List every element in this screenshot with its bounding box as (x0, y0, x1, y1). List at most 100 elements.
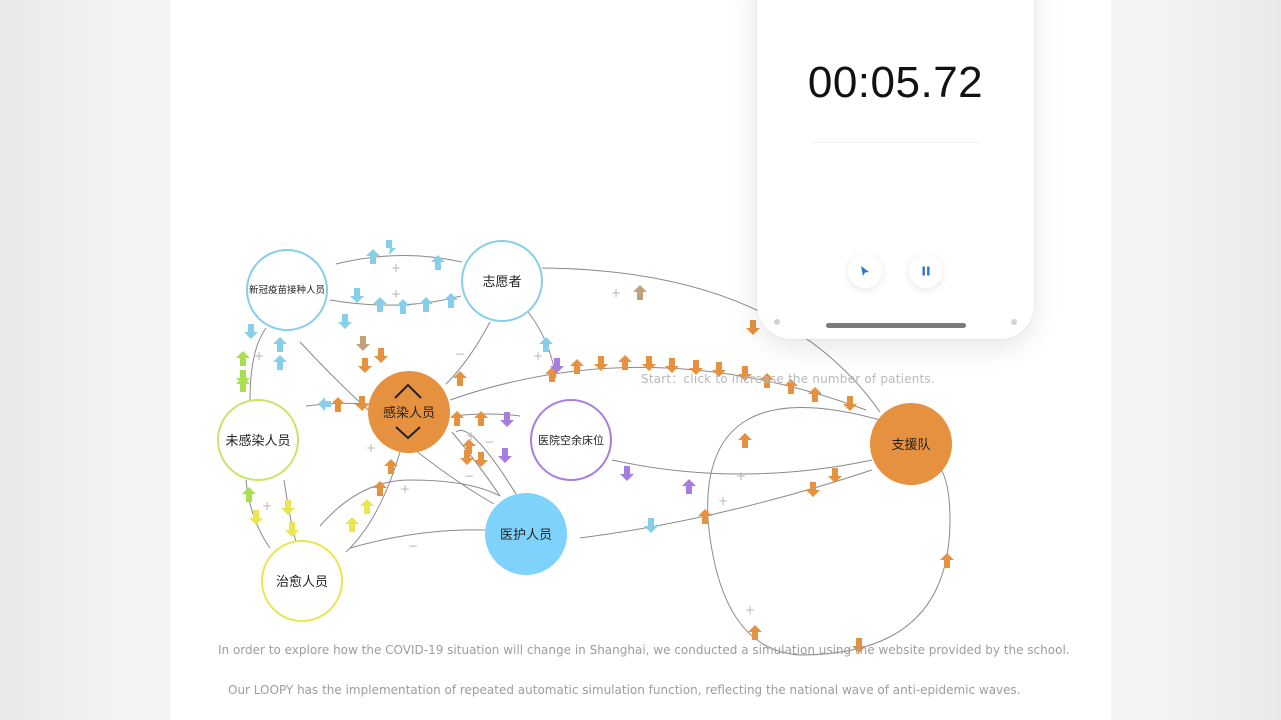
stopwatch-time: 00:05.72 (807, 58, 984, 107)
arrow-up-icon (331, 397, 345, 412)
svg-text:+: + (400, 482, 410, 496)
start-hint: Start：click to increase the number of pa… (641, 372, 935, 386)
arrow-down-icon (498, 448, 512, 463)
arrow-up-icon (273, 355, 287, 370)
node-medical[interactable]: 医护人员 (485, 493, 567, 575)
arrow-up-icon (682, 479, 696, 494)
home-indicator[interactable] (826, 323, 966, 328)
edge-volunteer-infected (445, 321, 491, 385)
edge-support-beds (611, 459, 873, 475)
arrow-down-icon (244, 324, 258, 339)
svg-text:+: + (745, 603, 755, 617)
node-volunteer[interactable]: 志愿者 (461, 240, 543, 322)
node-label-medical: 医护人员 (500, 528, 552, 543)
arrow-up-icon (373, 297, 387, 312)
chevron-up-icon (394, 383, 422, 399)
arrow-down-icon (386, 240, 396, 255)
arrow-up-icon (570, 359, 584, 374)
node-label-uninfected: 未感染人员 (225, 433, 290, 449)
arrow-up-icon (618, 355, 632, 370)
arrow-up-icon (738, 433, 752, 448)
arrow-down-icon (355, 396, 369, 411)
edge-cured-infected (319, 479, 501, 527)
arrow-up-icon (373, 481, 387, 496)
arrow-down-icon (374, 348, 388, 363)
node-label-volunteer: 志愿者 (482, 275, 521, 290)
page-dot (1011, 319, 1017, 325)
polarity-signs: + + + + − + + + + − − − + + + + (254, 261, 755, 617)
arrow-up-icon (384, 459, 398, 474)
svg-text:−: − (464, 469, 474, 483)
node-label-support: 支援队 (891, 438, 930, 453)
svg-text:+: + (466, 429, 476, 443)
arrow-up-icon (808, 387, 822, 402)
arrow-up-icon (450, 411, 464, 426)
arrow-up-icon (236, 377, 250, 392)
pause-button[interactable] (909, 254, 943, 288)
caption-line-2: Our LOOPY has the implementation of repe… (228, 683, 1021, 697)
arrow-down-icon (249, 510, 263, 525)
edge-volunteer-vaccinated (335, 255, 463, 265)
arrow-down-icon (689, 360, 703, 375)
arrow-up-icon (242, 487, 256, 502)
node-label-vaccinated: 新冠疫苗接种人员 (249, 284, 325, 296)
arrow-down-icon (500, 412, 514, 427)
arrow-up-icon (633, 285, 647, 300)
arrow-up-icon (431, 255, 445, 270)
node-vaccinated[interactable]: 新冠疫苗接种人员 (246, 249, 328, 331)
arrow-down-icon (356, 336, 370, 351)
arrow-down-icon (852, 638, 866, 653)
flow-arrows (236, 240, 954, 653)
arrow-down-icon (828, 468, 842, 483)
svg-text:+: + (718, 494, 728, 508)
arrow-up-icon (419, 297, 433, 312)
edge-support-loop (707, 407, 951, 656)
edge-medical-infected (451, 431, 501, 497)
arrow-down-icon (746, 320, 760, 335)
play-icon (861, 266, 869, 276)
arrow-down-icon (281, 500, 295, 515)
node-label-cured: 治愈人员 (276, 575, 328, 590)
svg-text:+: + (254, 349, 264, 363)
edge-support-medical (579, 469, 873, 539)
arrow-up-icon (748, 625, 762, 640)
edge-uninfected-vaccinated (249, 327, 267, 401)
node-beds[interactable]: 医院空余床位 (530, 399, 612, 481)
arrow-up-icon (760, 373, 774, 388)
svg-text:−: − (484, 435, 494, 449)
svg-text:+: + (533, 349, 543, 363)
arrow-up-icon (698, 509, 712, 524)
arrow-down-icon (358, 358, 372, 373)
arrow-down-icon (644, 518, 658, 533)
arrow-up-icon (360, 499, 374, 514)
svg-text:+: + (391, 261, 401, 275)
arrow-up-icon (444, 293, 458, 308)
edge-medical-cured (349, 529, 487, 549)
arrow-down-icon (460, 450, 474, 465)
arrow-left-icon (318, 397, 331, 411)
svg-text:+: + (611, 286, 621, 300)
chevron-down-icon (395, 426, 421, 440)
svg-text:−: − (408, 539, 418, 553)
arrow-down-icon (474, 452, 488, 467)
pause-icon (922, 266, 930, 276)
node-infected[interactable]: 感染人员 (368, 371, 450, 453)
arrow-up-icon (273, 337, 287, 352)
node-support[interactable]: 支援队 (870, 403, 952, 485)
node-uninfected[interactable]: 未感染人员 (217, 399, 299, 481)
edge-infected-support (449, 366, 867, 411)
arrow-down-icon (665, 358, 679, 373)
arrow-down-icon (642, 356, 656, 371)
arrow-up-icon (940, 553, 954, 568)
arrow-up-icon (453, 371, 467, 386)
play-button[interactable] (848, 254, 882, 288)
arrow-up-icon (366, 249, 380, 264)
arrow-down-icon (806, 482, 820, 497)
arrow-up-icon (345, 517, 359, 532)
arrow-up-icon (462, 439, 476, 454)
arrow-down-icon (338, 314, 352, 329)
arrow-down-icon (285, 522, 299, 537)
arrow-down-icon (738, 366, 752, 381)
node-cured[interactable]: 治愈人员 (261, 540, 343, 622)
